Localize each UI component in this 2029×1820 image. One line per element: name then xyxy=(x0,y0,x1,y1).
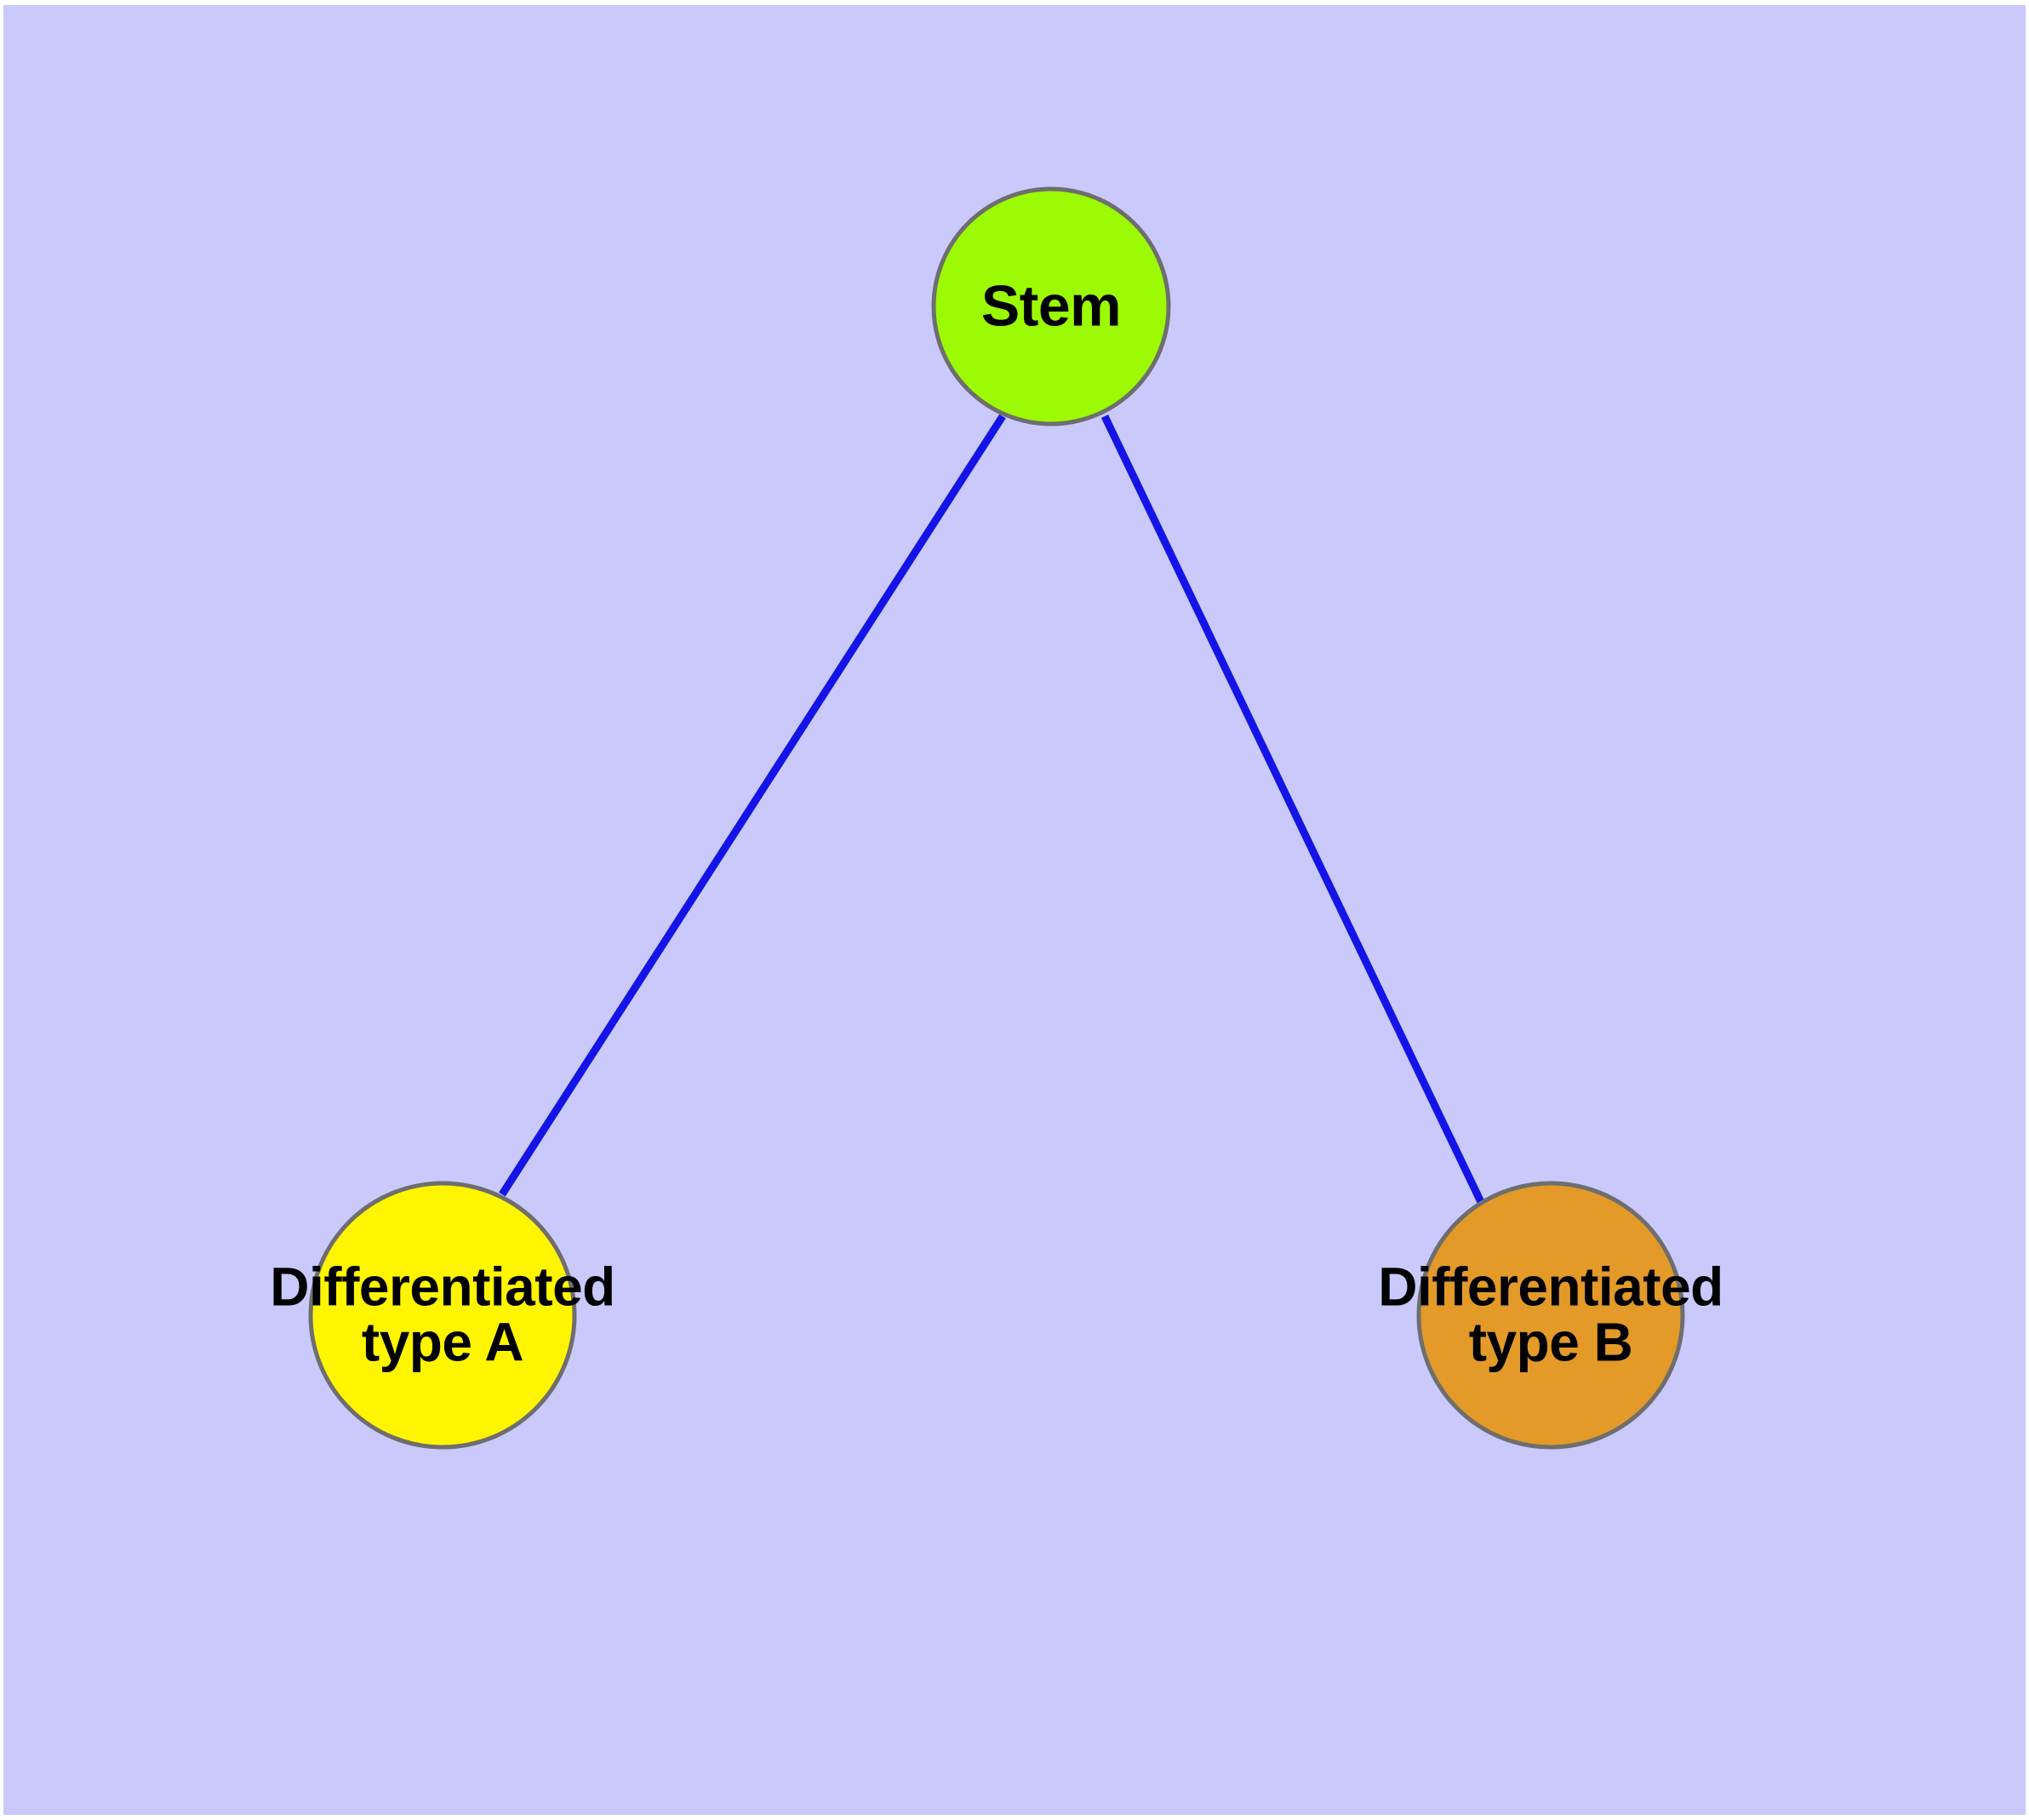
graph-node-diff-a[interactable] xyxy=(308,1181,577,1450)
edge-layer xyxy=(499,414,1495,1225)
graph-edge-stem-to-diff-a xyxy=(499,414,1006,1197)
graph-edge-stem-to-diff-b xyxy=(1100,415,1495,1225)
node-layer xyxy=(308,186,1685,1450)
graph-node-stem[interactable] xyxy=(931,186,1171,426)
graph-node-diff-b[interactable] xyxy=(1416,1181,1685,1450)
